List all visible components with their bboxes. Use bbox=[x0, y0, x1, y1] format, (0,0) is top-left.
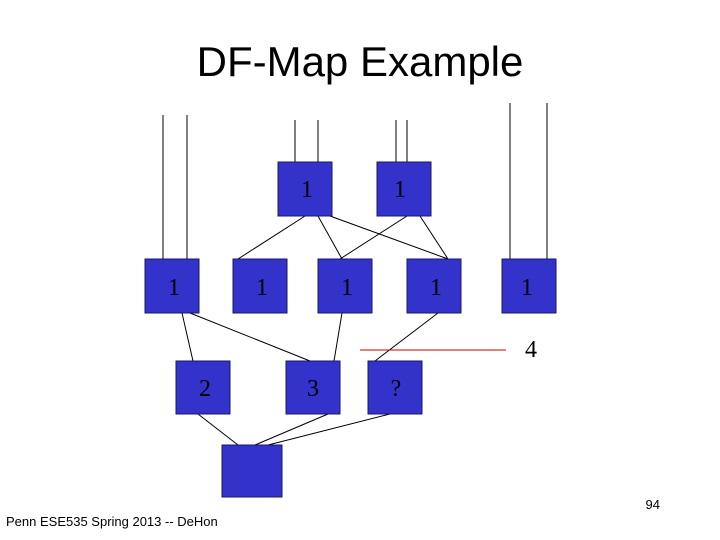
top-node-1: 1 bbox=[277, 161, 333, 217]
top-to-middle-wires bbox=[237, 215, 449, 260]
lower-node-1-label: 2 bbox=[199, 376, 211, 402]
lower-node-2: 3 bbox=[285, 360, 341, 415]
slide-title: DF-Map Example bbox=[196, 38, 524, 85]
lower-to-output-wires bbox=[197, 413, 391, 446]
middle-node-2-label: 1 bbox=[256, 275, 268, 301]
lower-node-3: ? bbox=[367, 360, 423, 415]
middle-node-4-label: 1 bbox=[430, 275, 442, 301]
middle-node-5-label: 1 bbox=[521, 275, 533, 301]
output-node bbox=[221, 444, 283, 498]
top-node-2: 1 bbox=[376, 161, 432, 217]
footer-text: Penn ESE535 Spring 2013 -- DeHon bbox=[6, 514, 218, 529]
middle-node-5: 1 bbox=[501, 258, 557, 314]
middle-node-1-label: 1 bbox=[168, 275, 180, 301]
middle-node-4: 1 bbox=[406, 258, 462, 314]
cut-label: 4 bbox=[525, 337, 537, 363]
page-number: 94 bbox=[645, 497, 660, 512]
lower-node-1: 2 bbox=[175, 360, 231, 415]
middle-node-1: 1 bbox=[144, 258, 200, 314]
input-wires bbox=[162, 103, 548, 260]
top-node-2-label: 1 bbox=[394, 177, 406, 203]
top-node-1-label: 1 bbox=[301, 177, 313, 203]
lower-node-3-label: ? bbox=[391, 376, 402, 402]
middle-node-3: 1 bbox=[317, 258, 373, 314]
middle-node-2: 1 bbox=[232, 258, 288, 314]
middle-node-3-label: 1 bbox=[341, 275, 353, 301]
middle-to-lower-wires bbox=[181, 312, 439, 362]
lower-node-2-label: 3 bbox=[307, 376, 319, 402]
